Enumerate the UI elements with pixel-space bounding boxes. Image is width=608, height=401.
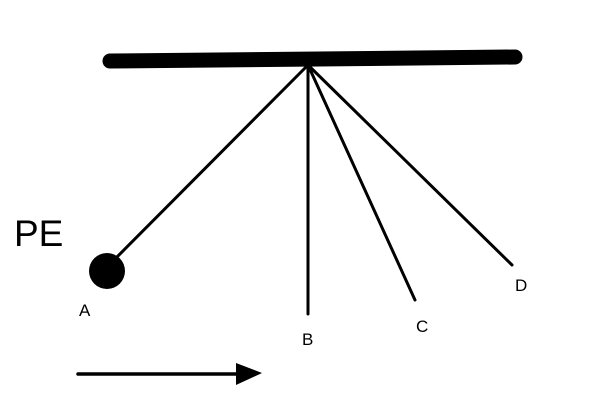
label-position-d: D: [515, 276, 527, 295]
label-position-a: A: [79, 301, 91, 320]
arrow-head: [236, 363, 262, 385]
string-position-a: [110, 63, 310, 264]
string-position-d: [306, 63, 514, 267]
direction-arrow: [76, 363, 262, 385]
energy-label: PE: [14, 213, 63, 254]
label-position-b: B: [302, 330, 313, 349]
label-position-c: C: [416, 317, 428, 336]
string-position-c: [306, 63, 417, 302]
pendulum-bob: [89, 253, 125, 289]
support-bar: [102, 49, 523, 69]
